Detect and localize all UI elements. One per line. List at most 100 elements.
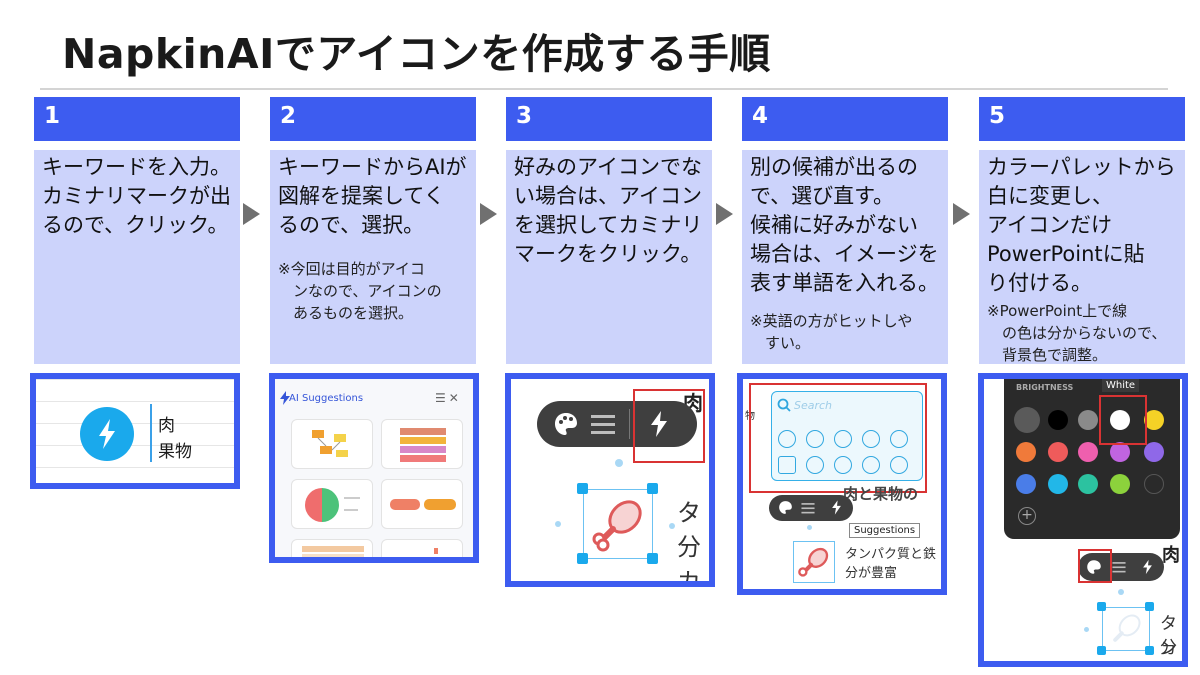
- lightning-icon[interactable]: [831, 500, 842, 515]
- candidate-icon[interactable]: [862, 430, 880, 448]
- resize-handle[interactable]: [1145, 602, 1154, 611]
- candidate-icon[interactable]: [806, 430, 824, 448]
- connector-dot: [615, 459, 623, 467]
- arrow-right-icon: [953, 203, 970, 225]
- selection-box: [583, 489, 653, 559]
- screenshot-4: 物 Search 肉と果物の Suggestions タンパ: [737, 373, 947, 595]
- screenshot-1: 肉 果物: [30, 373, 240, 489]
- text-fragment: タン: [1160, 614, 1177, 659]
- screenshot-5: BRIGHTNESS + White 肉: [978, 373, 1188, 667]
- candidate-icon[interactable]: [890, 456, 908, 474]
- text-fragment: タンパク質と鉄: [845, 547, 937, 562]
- keyword-line-2[interactable]: 果物: [158, 442, 192, 462]
- candidate-icon[interactable]: [890, 430, 908, 448]
- tooltip: White: [1102, 379, 1140, 392]
- step-text: キーワードからAIが 図解を提案してく るので、選択。: [278, 155, 467, 237]
- drumstick-icon[interactable]: [797, 545, 831, 579]
- page-title: NapkinAIでアイコンを作成する手順: [62, 30, 771, 78]
- screenshot-3: 肉 タ 分カ: [505, 373, 715, 587]
- candidate-icon[interactable]: [834, 456, 852, 474]
- suggestion-card[interactable]: [381, 419, 463, 469]
- connector-dot: [807, 525, 812, 530]
- candidate-icon[interactable]: [778, 430, 796, 448]
- text-fragment: タ: [677, 499, 701, 527]
- resize-handle[interactable]: [647, 483, 658, 494]
- suggestion-card[interactable]: [291, 539, 373, 557]
- resize-handle[interactable]: [1145, 646, 1154, 655]
- color-swatch-empty[interactable]: [1144, 474, 1164, 494]
- candidate-icon[interactable]: [806, 456, 824, 474]
- lightning-icon[interactable]: [649, 411, 669, 437]
- suggestion-card[interactable]: [381, 479, 463, 529]
- search-input[interactable]: Search: [794, 399, 833, 412]
- suggestion-card[interactable]: [381, 539, 463, 557]
- color-swatch-blue[interactable]: [1016, 474, 1036, 494]
- resize-handle[interactable]: [647, 553, 658, 564]
- table-thumbnail-icon: [400, 428, 446, 462]
- step-4: 4 別の候補が出るの で、選び直す。 候補に好みがない 場合は、イメージを 表す…: [742, 97, 948, 364]
- color-swatch-white[interactable]: [1110, 410, 1130, 430]
- step-number: 1: [34, 97, 240, 141]
- color-swatch-black[interactable]: [1048, 410, 1068, 430]
- candidate-icon[interactable]: [834, 430, 852, 448]
- candidate-icon[interactable]: [778, 456, 796, 474]
- step-body: 別の候補が出るの で、選び直す。 候補に好みがない 場合は、イメージを 表す単語…: [742, 150, 948, 364]
- resize-handle[interactable]: [1097, 646, 1106, 655]
- candidate-icon[interactable]: [862, 456, 880, 474]
- resize-handle[interactable]: [1097, 602, 1106, 611]
- panel-controls-icon[interactable]: ☰✕: [435, 391, 462, 405]
- icon-toolbar: [537, 401, 697, 447]
- panel-header: AI Suggestions: [289, 393, 364, 404]
- icon-search-panel: Search: [771, 391, 923, 481]
- menu-lines-icon[interactable]: [1112, 561, 1126, 573]
- keyword-line-1[interactable]: 肉: [158, 416, 175, 436]
- color-swatch-red[interactable]: [1048, 442, 1068, 462]
- text-fragment: 肉と果物の: [843, 485, 919, 503]
- heading-fragment: 肉: [1162, 545, 1180, 566]
- palette-icon[interactable]: [1086, 559, 1102, 575]
- selection-box: [793, 541, 835, 583]
- drumstick-icon[interactable]: [1106, 611, 1144, 649]
- suggestion-card[interactable]: [291, 419, 373, 469]
- step-3: 3 好みのアイコンでな い場合は、アイコン を選択してカミナリ マークをクリック…: [506, 97, 712, 364]
- title-divider: [40, 88, 1168, 90]
- palette-icon-swatch[interactable]: [1014, 407, 1040, 433]
- color-palette-panel: BRIGHTNESS +: [1004, 379, 1180, 539]
- arrow-right-icon: [480, 203, 497, 225]
- step-text: 別の候補が出るの で、選び直す。 候補に好みがない 場合は、イメージを 表す単語…: [750, 155, 939, 295]
- step-number: 3: [506, 97, 712, 141]
- menu-lines-icon[interactable]: [591, 413, 615, 435]
- step-body: 好みのアイコンでな い場合は、アイコン を選択してカミナリ マークをクリック。: [506, 150, 712, 364]
- drumstick-icon[interactable]: [589, 495, 647, 553]
- step-2: 2 キーワードからAIが 図解を提案してく るので、選択。 ※今回は目的がアイコ…: [270, 97, 476, 364]
- color-swatch-yellow[interactable]: [1144, 410, 1164, 430]
- color-swatch-lime[interactable]: [1110, 474, 1130, 494]
- suggestion-card[interactable]: [291, 479, 373, 529]
- color-swatch-pink[interactable]: [1078, 442, 1098, 462]
- color-swatch-purple[interactable]: [1110, 442, 1130, 462]
- palette-icon[interactable]: [553, 411, 579, 437]
- resize-handle[interactable]: [577, 483, 588, 494]
- text-fragment: 分か: [1160, 638, 1177, 658]
- arrow-right-icon: [243, 203, 260, 225]
- highlight-box: [1099, 395, 1147, 445]
- color-swatch-teal[interactable]: [1078, 474, 1098, 494]
- resize-handle[interactable]: [577, 553, 588, 564]
- lightning-button[interactable]: [80, 407, 134, 461]
- color-swatch-orange[interactable]: [1016, 442, 1036, 462]
- lightning-icon[interactable]: [1142, 559, 1153, 575]
- connector-dot: [1084, 627, 1089, 632]
- flowchart-thumbnail-icon: [312, 430, 348, 457]
- color-swatch-violet[interactable]: [1144, 442, 1164, 462]
- step-text: キーワードを入力。 カミナリマークが出 るので、クリック。: [42, 155, 231, 237]
- blank-thumbnail-icon: [434, 548, 438, 554]
- step-text: カラーパレットから 白に変更し、 アイコンだけ PowerPointに貼 り付け…: [987, 155, 1176, 295]
- palette-icon[interactable]: [778, 500, 793, 515]
- color-swatch-gray[interactable]: [1078, 410, 1098, 430]
- connector-dot: [1118, 589, 1124, 595]
- add-color-icon[interactable]: +: [1018, 507, 1036, 525]
- icon-toolbar: [1078, 553, 1164, 581]
- tooltip: Suggestions: [849, 523, 921, 538]
- menu-lines-icon[interactable]: [801, 502, 815, 514]
- color-swatch-cyan[interactable]: [1048, 474, 1068, 494]
